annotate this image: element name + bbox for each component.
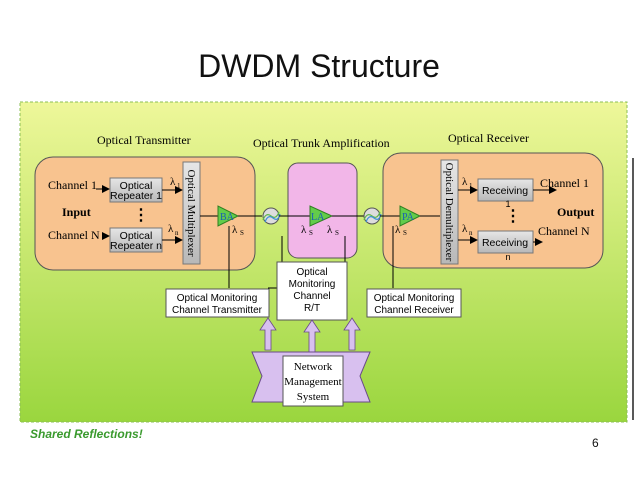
repeaterN-line2: Repeater n bbox=[110, 240, 162, 252]
lambda-n-tx: λ bbox=[168, 223, 174, 235]
brand-logo-text: Shared Reflections! bbox=[30, 427, 143, 441]
receivingN-line2: n bbox=[505, 252, 510, 262]
repeater-ellipsis: ⋮ bbox=[133, 207, 149, 224]
slide-title: DWDM Structure bbox=[198, 48, 440, 84]
lambda-1-rx-sub: 1 bbox=[469, 182, 473, 190]
receiver-area bbox=[382, 152, 604, 269]
nms-arrow-right bbox=[343, 317, 361, 351]
lambda-n-rx-sub: n bbox=[469, 229, 473, 237]
monitoring-tx-line1: Optical Monitoring bbox=[177, 293, 258, 304]
line-amplifier bbox=[309, 205, 334, 227]
monitoring-rx-line2: Channel Receiver bbox=[374, 305, 454, 316]
lambda-s-la-right: λ bbox=[327, 224, 333, 236]
transmitter-heading: Optical Transmitter bbox=[97, 133, 191, 147]
pre-amplifier bbox=[399, 205, 422, 227]
lambda-s-pa-sub: S bbox=[403, 229, 407, 237]
receiving1-line1: Receiving bbox=[482, 185, 528, 197]
channel1-input-label: Channel 1 bbox=[48, 178, 97, 192]
nms-arrow-left bbox=[259, 317, 277, 351]
network-management-system bbox=[282, 355, 344, 407]
nms-line1: Network bbox=[294, 361, 333, 373]
lambda-n-rx: λ bbox=[462, 223, 468, 235]
page-number: 6 bbox=[592, 436, 599, 450]
la-label: LA bbox=[311, 212, 325, 223]
channelN-input-label: Channel N bbox=[48, 228, 100, 242]
lambda-s-ba-sub: S bbox=[240, 229, 244, 237]
input-label: Input bbox=[62, 205, 91, 219]
repeater1-line2: Repeater 1 bbox=[110, 190, 162, 202]
monitoring-rt-line1: Optical bbox=[296, 267, 327, 278]
repeater1-line1: Optical bbox=[120, 180, 153, 192]
lambda-1-rx: λ bbox=[462, 176, 468, 188]
optical-repeater-n bbox=[109, 227, 163, 253]
optical-demultiplexer bbox=[440, 159, 459, 265]
monitoring-channel-rt bbox=[276, 261, 348, 321]
channelN-output-label: Channel N bbox=[538, 224, 590, 238]
demultiplexer-label: Optical Demultiplexer bbox=[443, 163, 455, 262]
monitoring-channel-transmitter bbox=[165, 288, 270, 318]
lambda-s-ba: λ bbox=[232, 224, 238, 236]
ba-label: BA bbox=[220, 212, 235, 223]
monitoring-rt-line4: R/T bbox=[304, 303, 320, 314]
output-label: Output bbox=[557, 205, 594, 219]
optical-multiplexer bbox=[182, 161, 201, 265]
nms-line2: Management bbox=[284, 376, 341, 388]
lambda-s-la-right-sub: S bbox=[335, 229, 339, 237]
receivingN-line1: Receiving bbox=[482, 237, 528, 249]
lambda-1-tx: λ bbox=[170, 176, 176, 188]
amplification-area bbox=[287, 162, 358, 259]
lambda-n-tx-sub: n bbox=[175, 229, 179, 237]
lambda-s-la-left-sub: S bbox=[309, 229, 313, 237]
amplification-heading: Optical Trunk Amplification bbox=[253, 136, 390, 150]
booster-amplifier bbox=[217, 205, 240, 227]
receiver-heading: Optical Receiver bbox=[448, 131, 529, 145]
monitoring-rt-line3: Channel bbox=[293, 291, 330, 302]
monitoring-rx-line1: Optical Monitoring bbox=[374, 293, 455, 304]
monitoring-tx-line2: Channel Transmitter bbox=[172, 305, 263, 316]
receiving-ellipsis: ⋮ bbox=[505, 208, 521, 225]
receiving1-line2: 1 bbox=[505, 199, 510, 209]
repeaterN-line1: Optical bbox=[120, 230, 153, 242]
lambda-s-pa: λ bbox=[395, 224, 401, 236]
multiplexer-label: Optical Multiplexer bbox=[185, 169, 197, 256]
lambda-s-la-left: λ bbox=[301, 224, 307, 236]
channel1-output-label: Channel 1 bbox=[540, 176, 589, 190]
pa-label: PA bbox=[402, 212, 415, 223]
nms-line3: System bbox=[297, 391, 330, 403]
monitoring-rt-line2: Monitoring bbox=[289, 279, 336, 290]
monitoring-channel-receiver bbox=[366, 288, 462, 318]
optical-repeater-1 bbox=[109, 177, 163, 203]
lambda-1-tx-sub: 1 bbox=[177, 182, 181, 190]
